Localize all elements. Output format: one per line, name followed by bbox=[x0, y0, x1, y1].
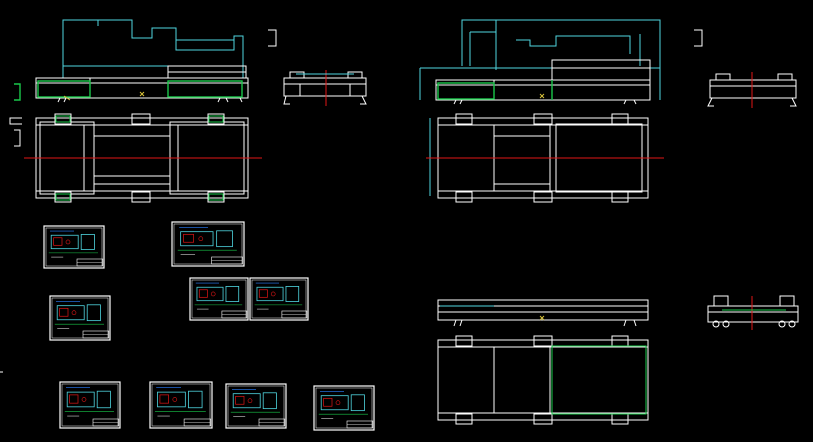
sheet-thumb-2[interactable] bbox=[171, 221, 245, 267]
sheet-thumb-1[interactable] bbox=[43, 225, 105, 269]
lower-elevation-markers bbox=[539, 315, 545, 321]
left-plan-green bbox=[55, 115, 224, 201]
left-elevation-green bbox=[14, 80, 243, 101]
right-elevation-markers bbox=[539, 93, 545, 99]
sheet-thumb-4[interactable] bbox=[189, 277, 249, 321]
sheet-thumb-7[interactable] bbox=[149, 381, 213, 429]
sheet-thumb-6[interactable] bbox=[59, 381, 121, 429]
sheet-thumb-9[interactable] bbox=[313, 385, 375, 431]
right-machine-assembly bbox=[419, 19, 797, 203]
left-elevation-markers bbox=[63, 91, 145, 101]
lower-side-view bbox=[707, 295, 799, 328]
lower-machine-assembly bbox=[437, 295, 799, 425]
right-elevation-green bbox=[437, 80, 553, 100]
right-side-view bbox=[707, 73, 797, 107]
left-machine-assembly bbox=[9, 19, 367, 203]
drawing-sheet-thumbnails bbox=[43, 221, 375, 431]
sheet-thumb-8[interactable] bbox=[225, 383, 287, 429]
left-elevation-bed bbox=[35, 65, 249, 103]
left-bracket-symbols bbox=[9, 29, 277, 147]
lower-plan-view bbox=[437, 335, 649, 425]
sheet-thumb-3[interactable] bbox=[49, 295, 111, 341]
lower-plan-green bbox=[551, 345, 647, 415]
right-bracket-symbol bbox=[694, 29, 703, 47]
right-upper-structure bbox=[419, 19, 661, 196]
left-side-view bbox=[283, 71, 367, 105]
lower-elevation-bed bbox=[437, 299, 649, 327]
sheet-thumb-5[interactable] bbox=[249, 277, 309, 321]
left-upper-structure bbox=[62, 19, 244, 78]
right-elevation-bed bbox=[435, 59, 651, 105]
